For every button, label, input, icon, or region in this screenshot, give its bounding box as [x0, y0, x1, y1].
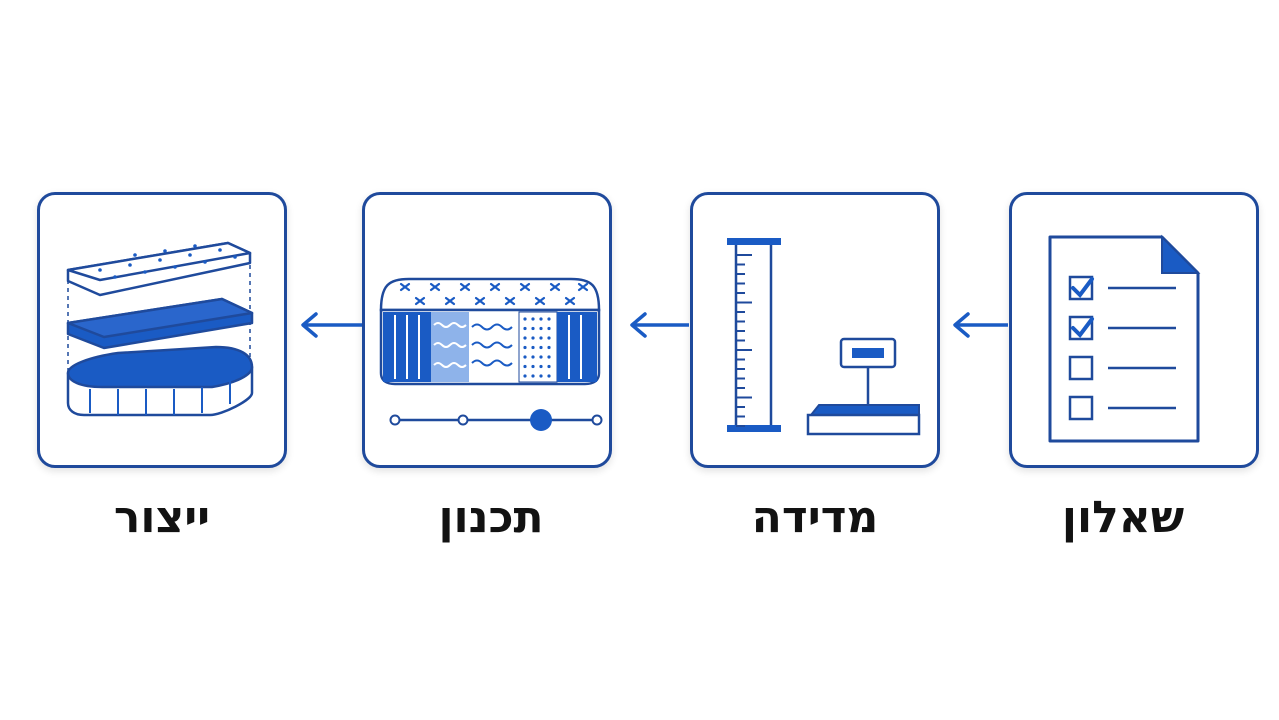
step-card-production: [37, 192, 287, 468]
ruler-ticks: [736, 254, 752, 427]
topper-dot-pattern: [98, 244, 237, 279]
step-label-design: תכנון: [438, 492, 544, 543]
ruler-and-scale-icon: [727, 238, 921, 436]
foam-dot-pattern: [523, 317, 551, 378]
step-card-design: [362, 192, 612, 468]
step-card-measurement: [690, 192, 940, 468]
mattress-layers-slider-icon: [379, 277, 603, 431]
step-card-questionnaire: [1009, 192, 1259, 468]
exploded-mattress-layers-icon: [66, 241, 254, 417]
arrow-left-icon: [630, 312, 689, 338]
step-label-measurement: מדידה: [751, 492, 879, 543]
questionnaire-checklist-icon: [1048, 234, 1201, 443]
mattress-quilt-pattern: [399, 282, 589, 306]
step-label-production: ייצור: [113, 492, 211, 543]
arrow-left-icon: [953, 312, 1008, 338]
arrow-left-icon: [301, 312, 362, 338]
step-label-questionnaire: שאלון: [1061, 492, 1185, 543]
